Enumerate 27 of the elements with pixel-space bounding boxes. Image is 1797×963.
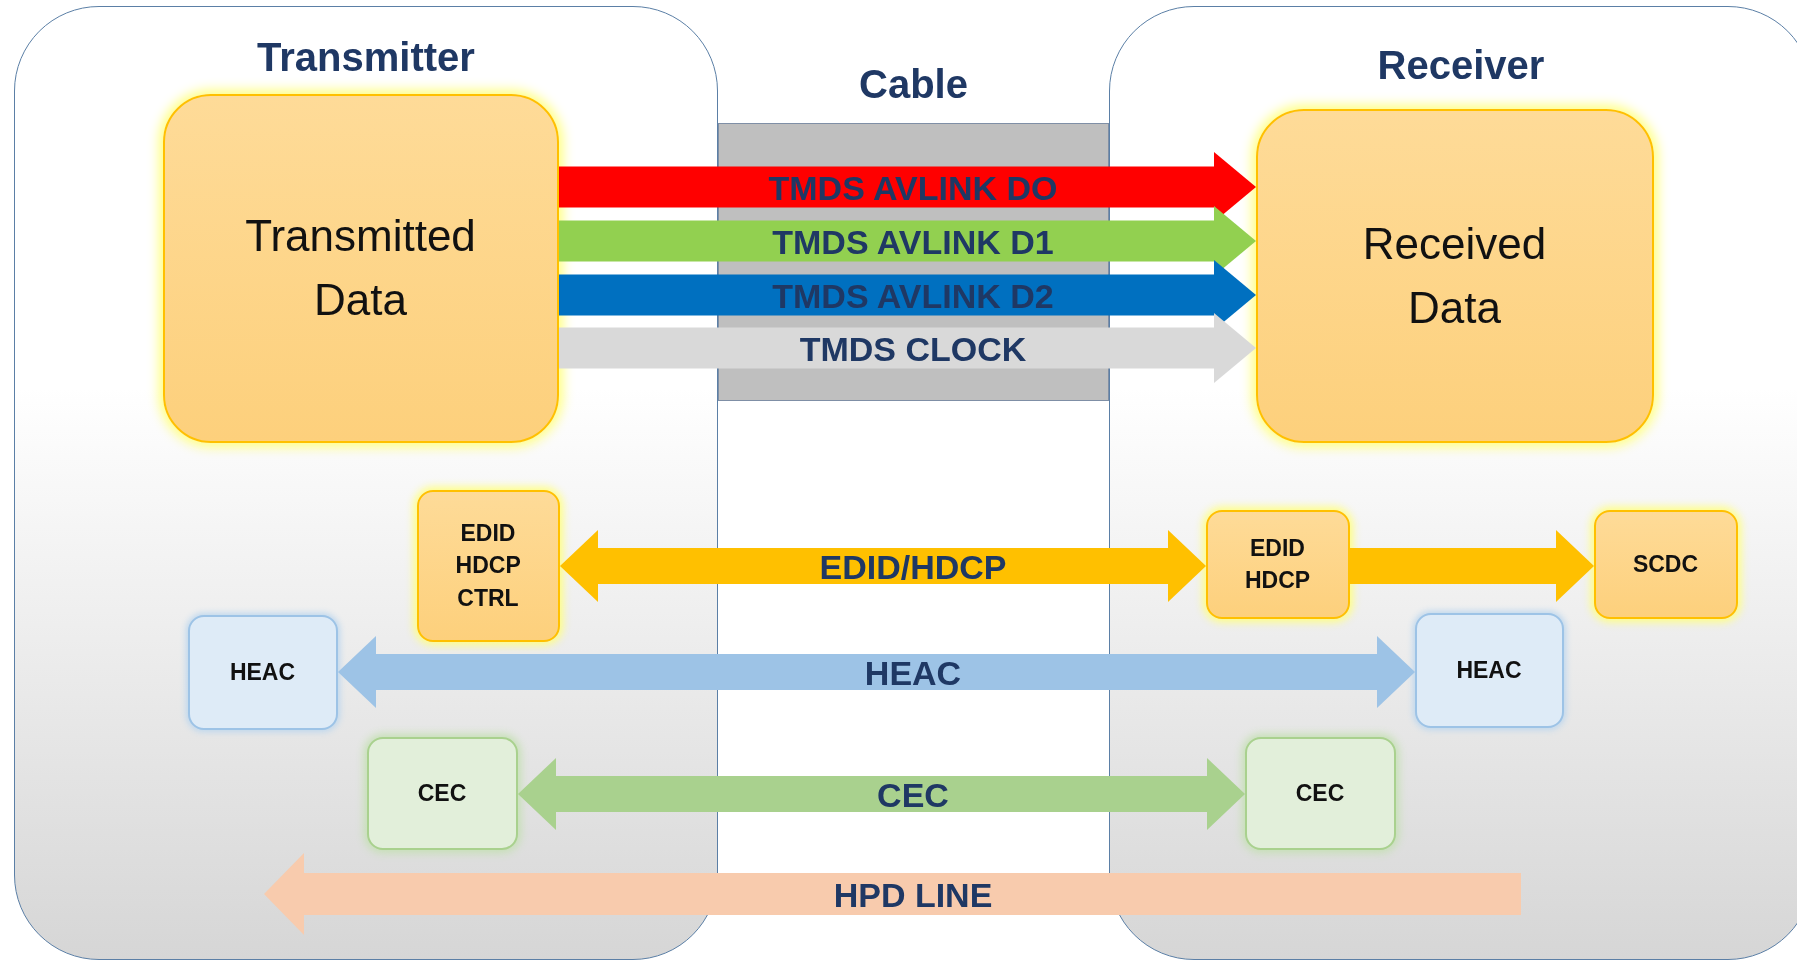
arrow [559, 313, 1256, 383]
edge-label: TMDS CLOCK [799, 329, 1027, 369]
edge-label: TMDS AVLINK DO [768, 168, 1058, 208]
arrow [1350, 530, 1594, 602]
edge-label: CEC [877, 775, 949, 815]
arrow [518, 758, 1245, 830]
data-box: Received Data [1255, 108, 1654, 443]
scdc-box: SCDC [1593, 509, 1738, 619]
controller-box: EDID HDCP CTRL [416, 489, 560, 642]
arrow [264, 853, 1521, 935]
arrow [560, 530, 1206, 602]
cec-box: CEC [1244, 736, 1396, 850]
panel-title: Transmitter [256, 35, 476, 80]
heac-box: HEAC [1414, 612, 1564, 728]
edge-label: TMDS AVLINK D2 [772, 276, 1054, 316]
edge-label: HPD LINE [833, 875, 993, 915]
cable-title: Cable [858, 62, 969, 107]
edge-label: TMDS AVLINK D1 [772, 222, 1054, 262]
edge-label: EDID/HDCP [819, 547, 1007, 587]
receiver-panel [1109, 6, 1797, 960]
cec-box: CEC [366, 736, 518, 850]
data-box: Transmitted Data [162, 93, 559, 443]
edid-hdcp-box: EDID HDCP [1205, 509, 1350, 619]
panel-title: Receiver [1376, 43, 1546, 88]
edge-label: HEAC [864, 653, 962, 693]
heac-box: HEAC [187, 614, 338, 730]
arrow [338, 636, 1415, 708]
